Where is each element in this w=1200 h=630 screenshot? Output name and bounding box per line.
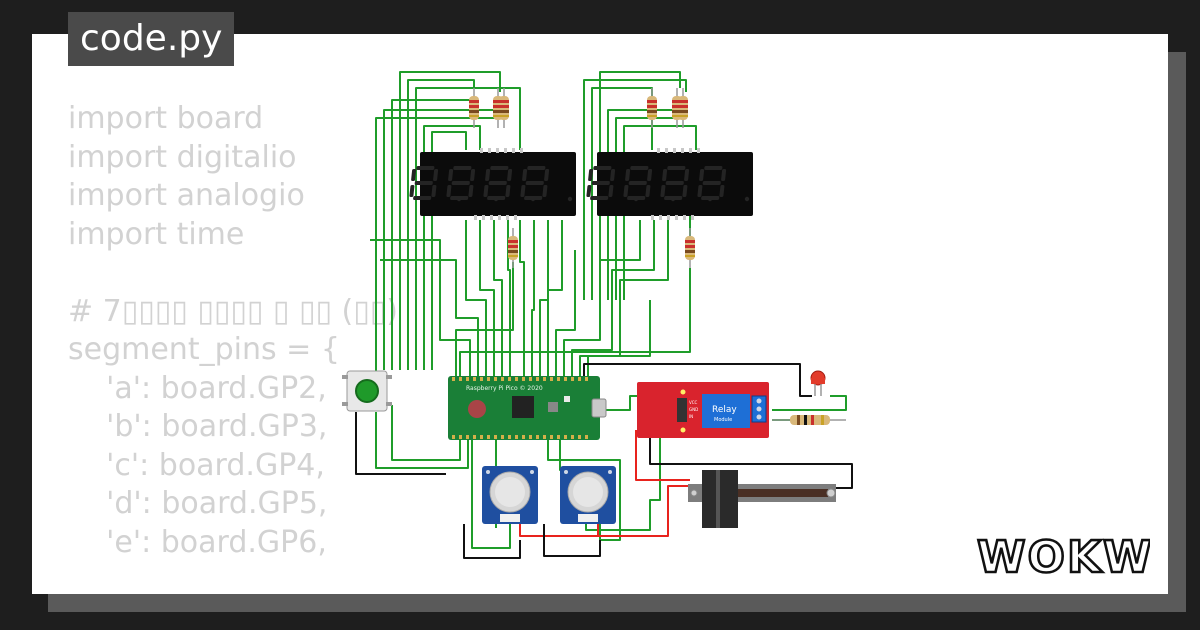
code-line: 'c': board.GP4, bbox=[68, 447, 325, 483]
relay-sublabel: Module bbox=[714, 417, 732, 423]
seven-segment-display-right[interactable] bbox=[586, 148, 753, 220]
slide-potentiometer[interactable] bbox=[688, 470, 836, 528]
code-line: import board bbox=[68, 101, 264, 136]
relay-module[interactable]: Relay Module VCC GND IN bbox=[637, 382, 769, 438]
wokwi-logo[interactable]: WOKWI bbox=[975, 530, 1150, 582]
code-line: segment_pins = { bbox=[68, 332, 340, 367]
raspberry-pi-pico[interactable]: Raspberry Pi Pico © 2020 bbox=[448, 376, 607, 440]
raspberry-logo bbox=[468, 400, 486, 418]
code-line: import digitalio bbox=[68, 139, 297, 175]
wokwi-logo-text: WOKWI bbox=[977, 532, 1150, 582]
code-line: import time bbox=[68, 216, 245, 252]
relay-pin-in: IN bbox=[689, 414, 693, 419]
usb-port bbox=[591, 398, 607, 418]
code-line: 'a': board.GP2, bbox=[68, 370, 327, 406]
code-line: 'd': board.GP5, bbox=[68, 486, 328, 521]
pico-label: Raspberry Pi Pico © 2020 bbox=[466, 385, 543, 392]
led-resistor bbox=[772, 415, 846, 425]
potentiometer-2[interactable] bbox=[560, 466, 616, 524]
seven-segment-display-left[interactable] bbox=[409, 148, 576, 220]
resistor-group bbox=[469, 88, 695, 268]
code-line: import analogio bbox=[68, 178, 305, 213]
relay-pin-vcc: VCC bbox=[689, 400, 698, 405]
relay-block bbox=[702, 394, 750, 428]
potentiometer-1[interactable] bbox=[482, 466, 538, 524]
red-led[interactable] bbox=[810, 370, 826, 396]
relay-pin-gnd: GND bbox=[689, 407, 698, 412]
code-line: # 7▯▯▯▯ ▯▯▯▯ ▯ ▯▯ (▯▯) bbox=[68, 293, 398, 329]
push-button[interactable] bbox=[342, 370, 392, 412]
relay-label: Relay bbox=[712, 405, 737, 415]
code-line: 'b': board.GP3, bbox=[68, 409, 328, 444]
file-name-tab[interactable]: code.py bbox=[68, 12, 235, 66]
button-cap[interactable] bbox=[355, 379, 379, 403]
code-line: 'e': board.GP6, bbox=[68, 524, 327, 560]
